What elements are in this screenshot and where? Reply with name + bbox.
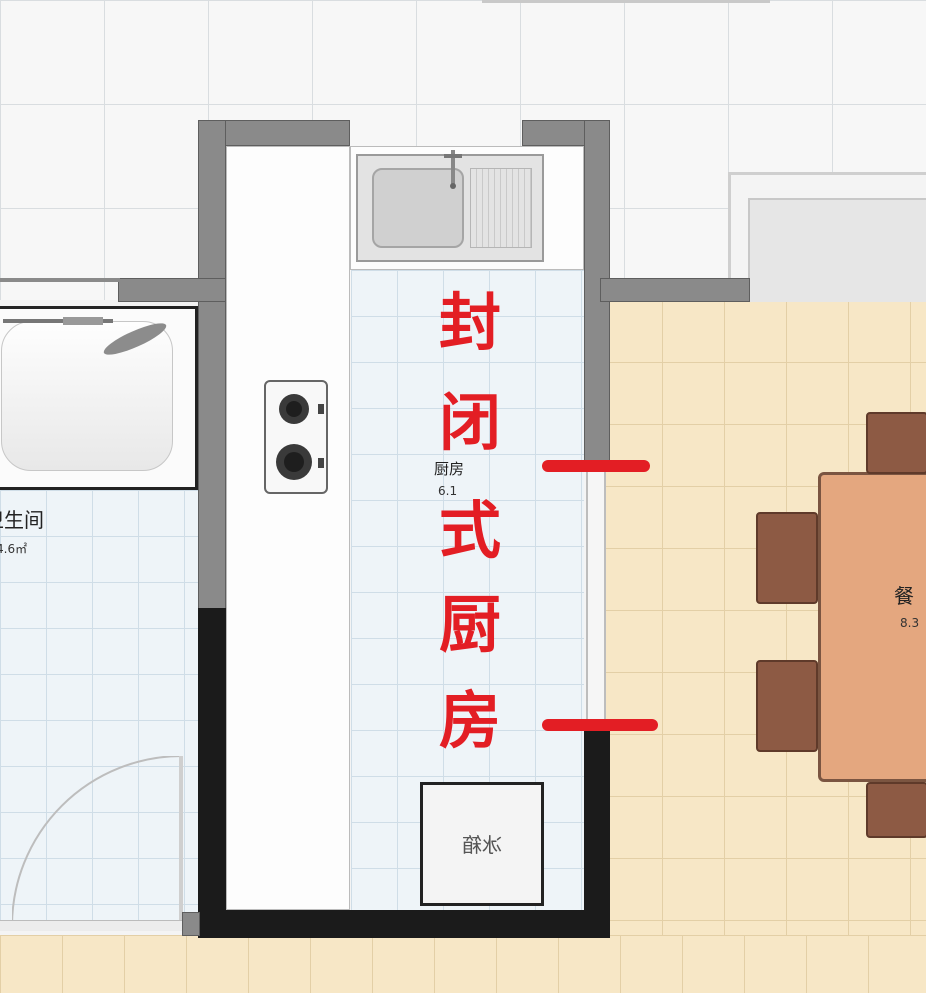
dining-name: 餐 (894, 584, 914, 608)
kitchen-glass-partition (586, 465, 606, 725)
kitchen-right-wall-lower (584, 725, 610, 938)
bathtub (0, 306, 198, 490)
bottom-corridor-floor (0, 935, 926, 993)
dining-top-wall (600, 278, 750, 302)
kitchen-name: 厨房 (434, 460, 465, 478)
annotation-char-3: 式 (438, 494, 501, 567)
dining-area: 8.3 (900, 616, 920, 630)
dining-chair-left-1 (756, 512, 818, 604)
stove (264, 380, 328, 494)
faucet-icon (444, 150, 462, 190)
kitchen-left-wall-lower (198, 608, 226, 938)
bathtub-basin (1, 321, 173, 471)
sink-drain-board (470, 168, 532, 248)
annotation-char-4: 厨 (438, 588, 501, 661)
bathroom-floor (0, 490, 198, 930)
stove-burners-icon (276, 394, 324, 480)
bathroom-door-swing (11, 755, 184, 927)
annotation-char-5: 房 (438, 684, 501, 757)
kitchen-area: 6.1 (438, 484, 458, 498)
bathroom-left-wall-thin (0, 278, 120, 282)
sink-basin (372, 168, 464, 248)
kitchen-left-wall (198, 120, 226, 610)
fridge: 冰箱 (420, 782, 544, 906)
annotation-char-1: 封 (438, 286, 501, 359)
dining-chair-top (866, 412, 926, 474)
enclosure-marker-top (542, 460, 650, 472)
fridge-label: 冰箱 (462, 833, 502, 857)
bathroom-right-wall-stub (182, 912, 200, 936)
shower-head-icon (3, 315, 173, 365)
bathroom-door-threshold (0, 920, 198, 931)
dining-chair-bottom (866, 782, 926, 838)
top-edge-mark (482, 0, 770, 3)
bathroom-area: 4.6㎡ (0, 542, 28, 556)
annotation-char-2: 闭 (438, 386, 501, 459)
enclosure-marker-bottom (542, 719, 658, 731)
sink (356, 150, 544, 262)
bathroom-name: 卫生间 (0, 508, 44, 532)
dining-table (818, 472, 926, 782)
kitchen-bottom-wall (198, 910, 610, 938)
bathroom-top-wall (118, 278, 226, 302)
stove-counter (226, 146, 350, 910)
upper-right-door-inner (748, 198, 926, 302)
dining-chair-left-2 (756, 660, 818, 752)
